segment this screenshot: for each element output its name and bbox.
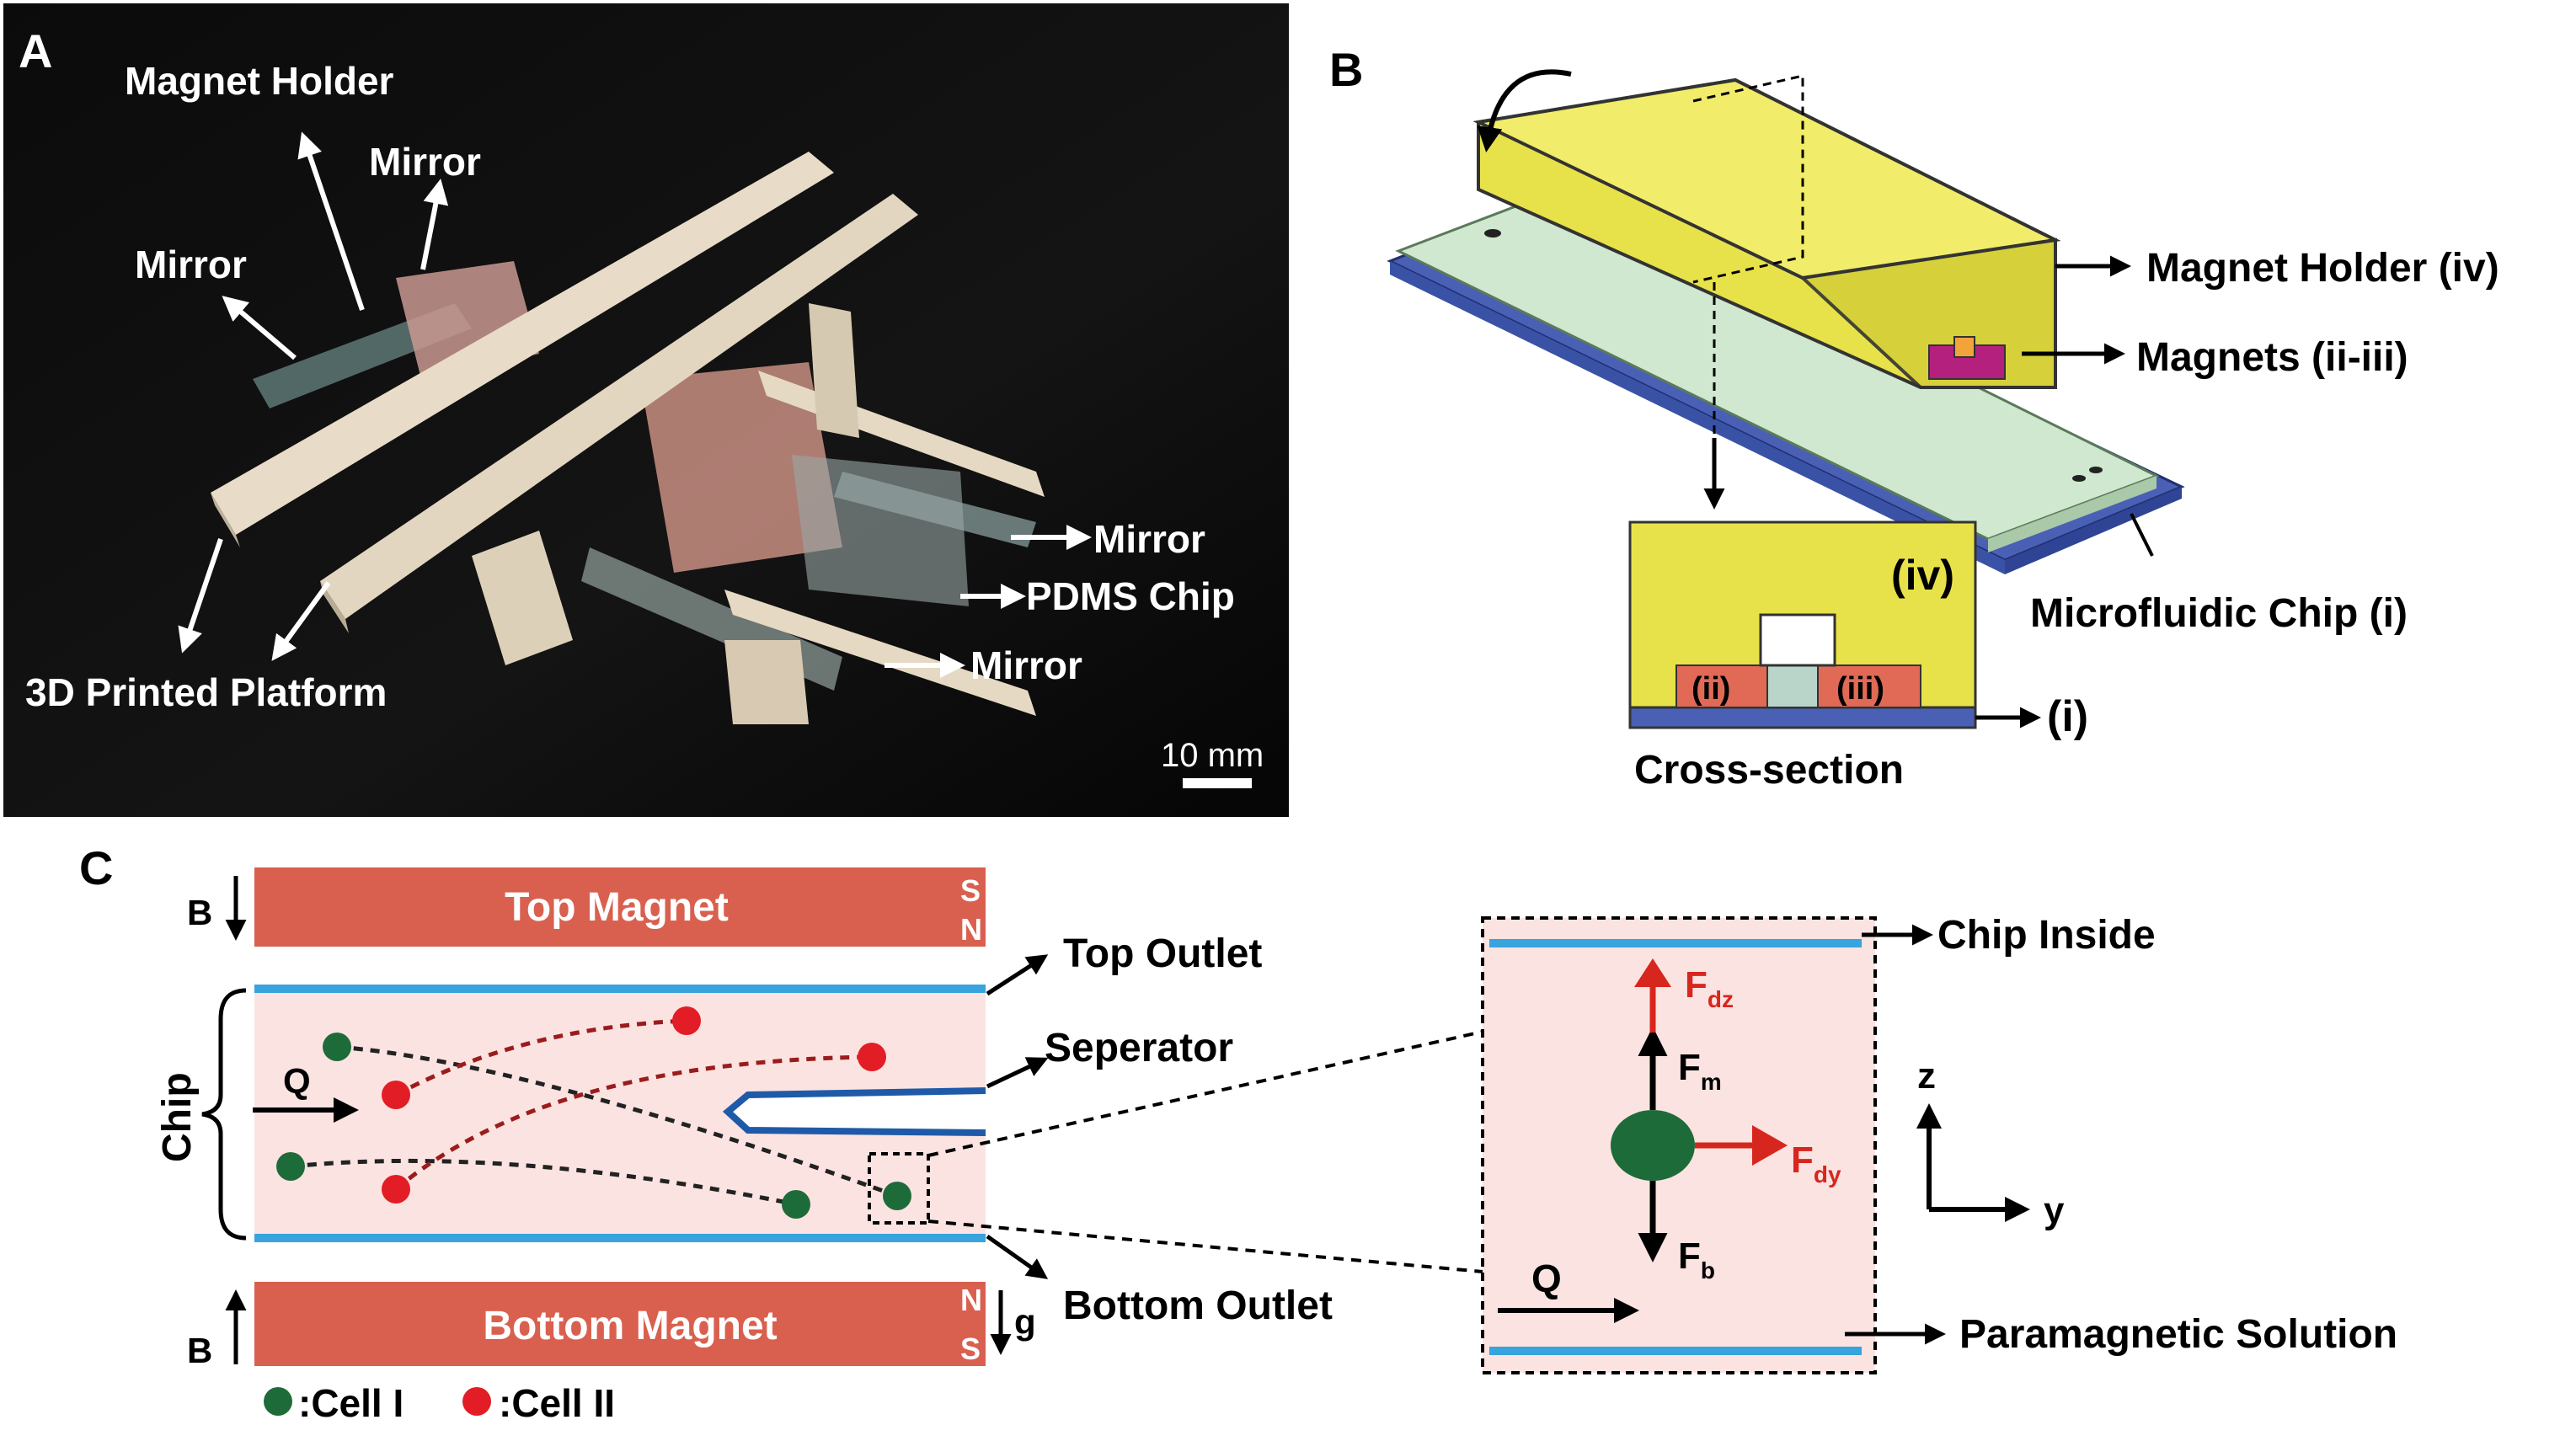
cell-i xyxy=(323,1033,351,1061)
cell-i xyxy=(782,1190,810,1219)
cell-ii xyxy=(382,1081,410,1109)
cell-ii xyxy=(382,1175,410,1204)
panel-a-letter: A xyxy=(19,24,52,77)
label-microfluidic-chip: Microfluidic Chip (i) xyxy=(2030,591,2408,636)
scale-bar xyxy=(1183,778,1252,788)
panel-b: B Magnet Holder (iv) Magnets (ii-iii) Mi… xyxy=(1329,43,2499,793)
cell-ii xyxy=(858,1043,886,1071)
label-pdms-chip: PDMS Chip xyxy=(1026,574,1235,618)
label-mirror-bottom: Mirror xyxy=(970,643,1082,687)
label-magnets: Magnets (ii-iii) xyxy=(2136,335,2408,380)
top-magnet xyxy=(254,867,986,947)
cell-i xyxy=(883,1182,911,1210)
label-platform: 3D Printed Platform xyxy=(25,670,387,714)
chip-label: Chip xyxy=(155,1072,200,1162)
scale-bar-label: 10 mm xyxy=(1161,737,1264,774)
inset-ii: (ii) xyxy=(1692,671,1730,707)
panel-a: A Magnet Holder Mirror Mirror Mirror PDM… xyxy=(3,3,1289,817)
force-fb: Fb xyxy=(1678,1236,1715,1284)
panel-b-letter: B xyxy=(1329,43,1363,96)
label-chip-inside: Chip Inside xyxy=(1937,913,2156,958)
cell-i xyxy=(276,1152,305,1181)
force-fdz: Fdz xyxy=(1685,964,1734,1012)
label-separator: Seperator xyxy=(1045,1026,1233,1070)
inset-iii: (iii) xyxy=(1836,671,1884,707)
b-label-top: B xyxy=(187,893,212,932)
legend-cell-i: :Cell I xyxy=(298,1381,404,1425)
label-magnet-holder-iv: Magnet Holder (iv) xyxy=(2146,246,2499,291)
label-top-outlet: Top Outlet xyxy=(1063,931,1262,976)
top-pole-s: S xyxy=(960,873,981,908)
axis-z: z xyxy=(1917,1055,1936,1097)
label-mirror-left: Mirror xyxy=(135,243,247,286)
inset-iv: (iv) xyxy=(1891,552,1954,599)
bottom-pole-s: S xyxy=(960,1332,981,1366)
flow-q: Q xyxy=(283,1061,311,1101)
force-fdy: Fdy xyxy=(1791,1139,1841,1187)
legend-cell-ii-dot xyxy=(462,1387,491,1416)
panel-c-letter: C xyxy=(79,841,113,894)
label-magnet-holder: Magnet Holder xyxy=(125,59,394,103)
label-bottom-outlet: Bottom Outlet xyxy=(1063,1284,1333,1328)
zoom-view xyxy=(1481,916,1877,1374)
legend-cell-ii: :Cell II xyxy=(499,1381,615,1425)
legend-cell-i-dot xyxy=(264,1387,292,1416)
bottom-pole-n: N xyxy=(960,1283,982,1317)
separator xyxy=(722,1087,986,1136)
top-pole-n: N xyxy=(960,912,982,947)
label-mirror-top: Mirror xyxy=(369,140,481,184)
b-label-bottom: B xyxy=(187,1331,212,1370)
bottom-magnet xyxy=(254,1282,986,1366)
cross-section xyxy=(1628,520,1977,729)
label-cross-section: Cross-section xyxy=(1634,748,1904,793)
force-fm: Fm xyxy=(1678,1047,1722,1095)
label-mirror-right: Mirror xyxy=(1093,517,1205,561)
zoom-cell xyxy=(1611,1110,1695,1181)
inset-i: (i) xyxy=(2047,692,2088,741)
axis-y: y xyxy=(2044,1190,2065,1231)
bottom-magnet-label: Bottom Magnet xyxy=(483,1304,777,1348)
top-magnet-label: Top Magnet xyxy=(505,885,729,930)
gravity-label: g xyxy=(1014,1302,1036,1342)
label-paramagnetic-solution: Paramagnetic Solution xyxy=(1959,1312,2397,1357)
panel-c: C Top Magnet S N B Chip Q xyxy=(79,841,2397,1425)
zoom-flow-q: Q xyxy=(1531,1257,1562,1300)
cell-ii xyxy=(672,1006,701,1035)
device-photo xyxy=(211,152,1045,724)
